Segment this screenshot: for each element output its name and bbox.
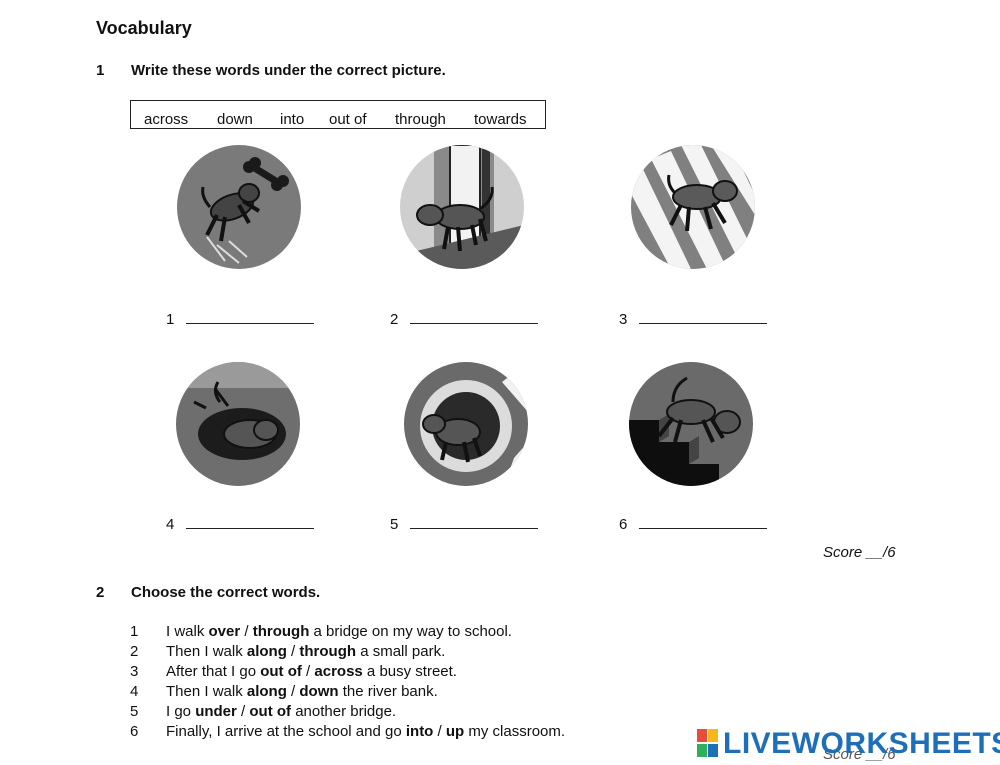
word-bank-item: through: [395, 111, 446, 128]
sentence-start: I go: [166, 703, 196, 720]
option-a[interactable]: along: [246, 643, 287, 660]
item-sentence: Then I walk along / down the river bank.: [166, 682, 438, 702]
option-a[interactable]: under: [195, 703, 237, 720]
sentence-end: a bridge on my way to school.: [309, 623, 512, 640]
logo-mark-icon: [697, 729, 719, 759]
section-2-number: 2: [96, 584, 105, 601]
picture-6-dog-down-stairs: [629, 362, 753, 486]
section-2-title: Choose the correct words.: [131, 584, 321, 601]
answer-6-blank[interactable]: [639, 514, 767, 529]
liveworksheets-logo: LIVEWORKSHEETS: [697, 727, 1000, 761]
logo-text: LIVEWORKSHEETS: [723, 727, 1000, 760]
sentence-end: the river bank.: [338, 683, 438, 700]
item-number: 5: [130, 703, 139, 720]
answer-2-number: 2: [390, 311, 399, 328]
list-item: 5 I go under / out of another bridge.: [130, 702, 565, 722]
answer-5-number: 5: [390, 516, 399, 533]
item-number: 1: [130, 623, 139, 640]
item-number: 4: [130, 683, 139, 700]
section-2-score: Score __/6: [823, 746, 896, 763]
item-sentence: Finally, I arrive at the school and go i…: [166, 722, 565, 742]
answer-3-number: 3: [619, 311, 628, 328]
answer-4-number: 4: [166, 516, 175, 533]
option-b[interactable]: across: [314, 663, 363, 680]
section-1-title: Write these words under the correct pict…: [131, 62, 446, 79]
item-number: 2: [130, 643, 139, 660]
item-sentence: Then I walk along / through a small park…: [166, 642, 445, 662]
item-sentence: After that I go out of / across a busy s…: [166, 662, 457, 682]
picture-1-dog-towards-bone: [177, 145, 301, 269]
answer-4: 4: [166, 514, 314, 533]
answer-5-blank[interactable]: [410, 514, 538, 529]
answer-3: 3: [619, 309, 767, 328]
option-b[interactable]: through: [299, 643, 357, 660]
sentence-start: I walk: [166, 623, 209, 640]
list-item: 3 After that I go out of / across a busy…: [130, 662, 565, 682]
option-a[interactable]: out of: [260, 663, 302, 680]
answer-3-blank[interactable]: [639, 309, 767, 324]
word-bank-item: into: [280, 111, 305, 128]
list-item: 6 Finally, I arrive at the school and go…: [130, 722, 565, 742]
sentence-start: After that I go: [166, 663, 261, 680]
item-number: 6: [130, 723, 139, 740]
option-separator: /: [286, 683, 300, 700]
picture-4-dog-into-hole: [176, 362, 300, 486]
option-separator: /: [301, 663, 315, 680]
item-number: 3: [130, 663, 139, 680]
option-separator: /: [240, 623, 253, 640]
picture-3-dog-across-street: [631, 145, 755, 269]
section-1-score: Score __/6: [823, 544, 896, 561]
option-b[interactable]: through: [252, 623, 310, 640]
answer-5: 5: [390, 514, 538, 533]
picture-5-dog-out-of-pipe: [404, 362, 528, 486]
answer-6-number: 6: [619, 516, 628, 533]
word-bank-item: across: [144, 111, 189, 128]
list-item: 1 I walk over / through a bridge on my w…: [130, 622, 565, 642]
answer-4-blank[interactable]: [186, 514, 314, 529]
option-separator: /: [236, 703, 250, 720]
answer-6: 6: [619, 514, 767, 533]
page-title: Vocabulary: [96, 18, 192, 38]
list-item: 2 Then I walk along / through a small pa…: [130, 642, 565, 662]
answer-2-blank[interactable]: [410, 309, 538, 324]
sentence-start: Finally, I arrive at the school and go: [166, 723, 406, 740]
word-bank-item: down: [217, 111, 253, 128]
option-separator: /: [286, 643, 300, 660]
answer-1-blank[interactable]: [186, 309, 314, 324]
answer-1: 1: [166, 309, 314, 328]
option-b[interactable]: down: [299, 683, 339, 700]
list-item: 4 Then I walk along / down the river ban…: [130, 682, 565, 702]
item-sentence: I go under / out of another bridge.: [166, 702, 396, 722]
option-separator: /: [433, 723, 446, 740]
word-bank-item: out of: [329, 111, 367, 128]
sentence-start: Then I walk: [166, 643, 247, 660]
sentence-end: a small park.: [356, 643, 446, 660]
picture-2-dog-through-door: [400, 145, 524, 269]
sentence-end: a busy street.: [362, 663, 457, 680]
option-a[interactable]: over: [208, 623, 241, 640]
option-a[interactable]: along: [246, 683, 287, 700]
sentence-end: another bridge.: [291, 703, 397, 720]
answer-1-number: 1: [166, 311, 175, 328]
sentence-start: Then I walk: [166, 683, 247, 700]
sentence-end: my classroom.: [464, 723, 566, 740]
option-b[interactable]: up: [445, 723, 465, 740]
option-a[interactable]: into: [405, 723, 434, 740]
section-1-number: 1: [96, 62, 105, 79]
word-bank: across down into out of through towards: [130, 100, 546, 129]
item-sentence: I walk over / through a bridge on my way…: [166, 622, 512, 642]
answer-2: 2: [390, 309, 538, 328]
choice-list: 1 I walk over / through a bridge on my w…: [130, 622, 565, 742]
word-bank-item: towards: [474, 111, 527, 128]
option-b[interactable]: out of: [249, 703, 292, 720]
